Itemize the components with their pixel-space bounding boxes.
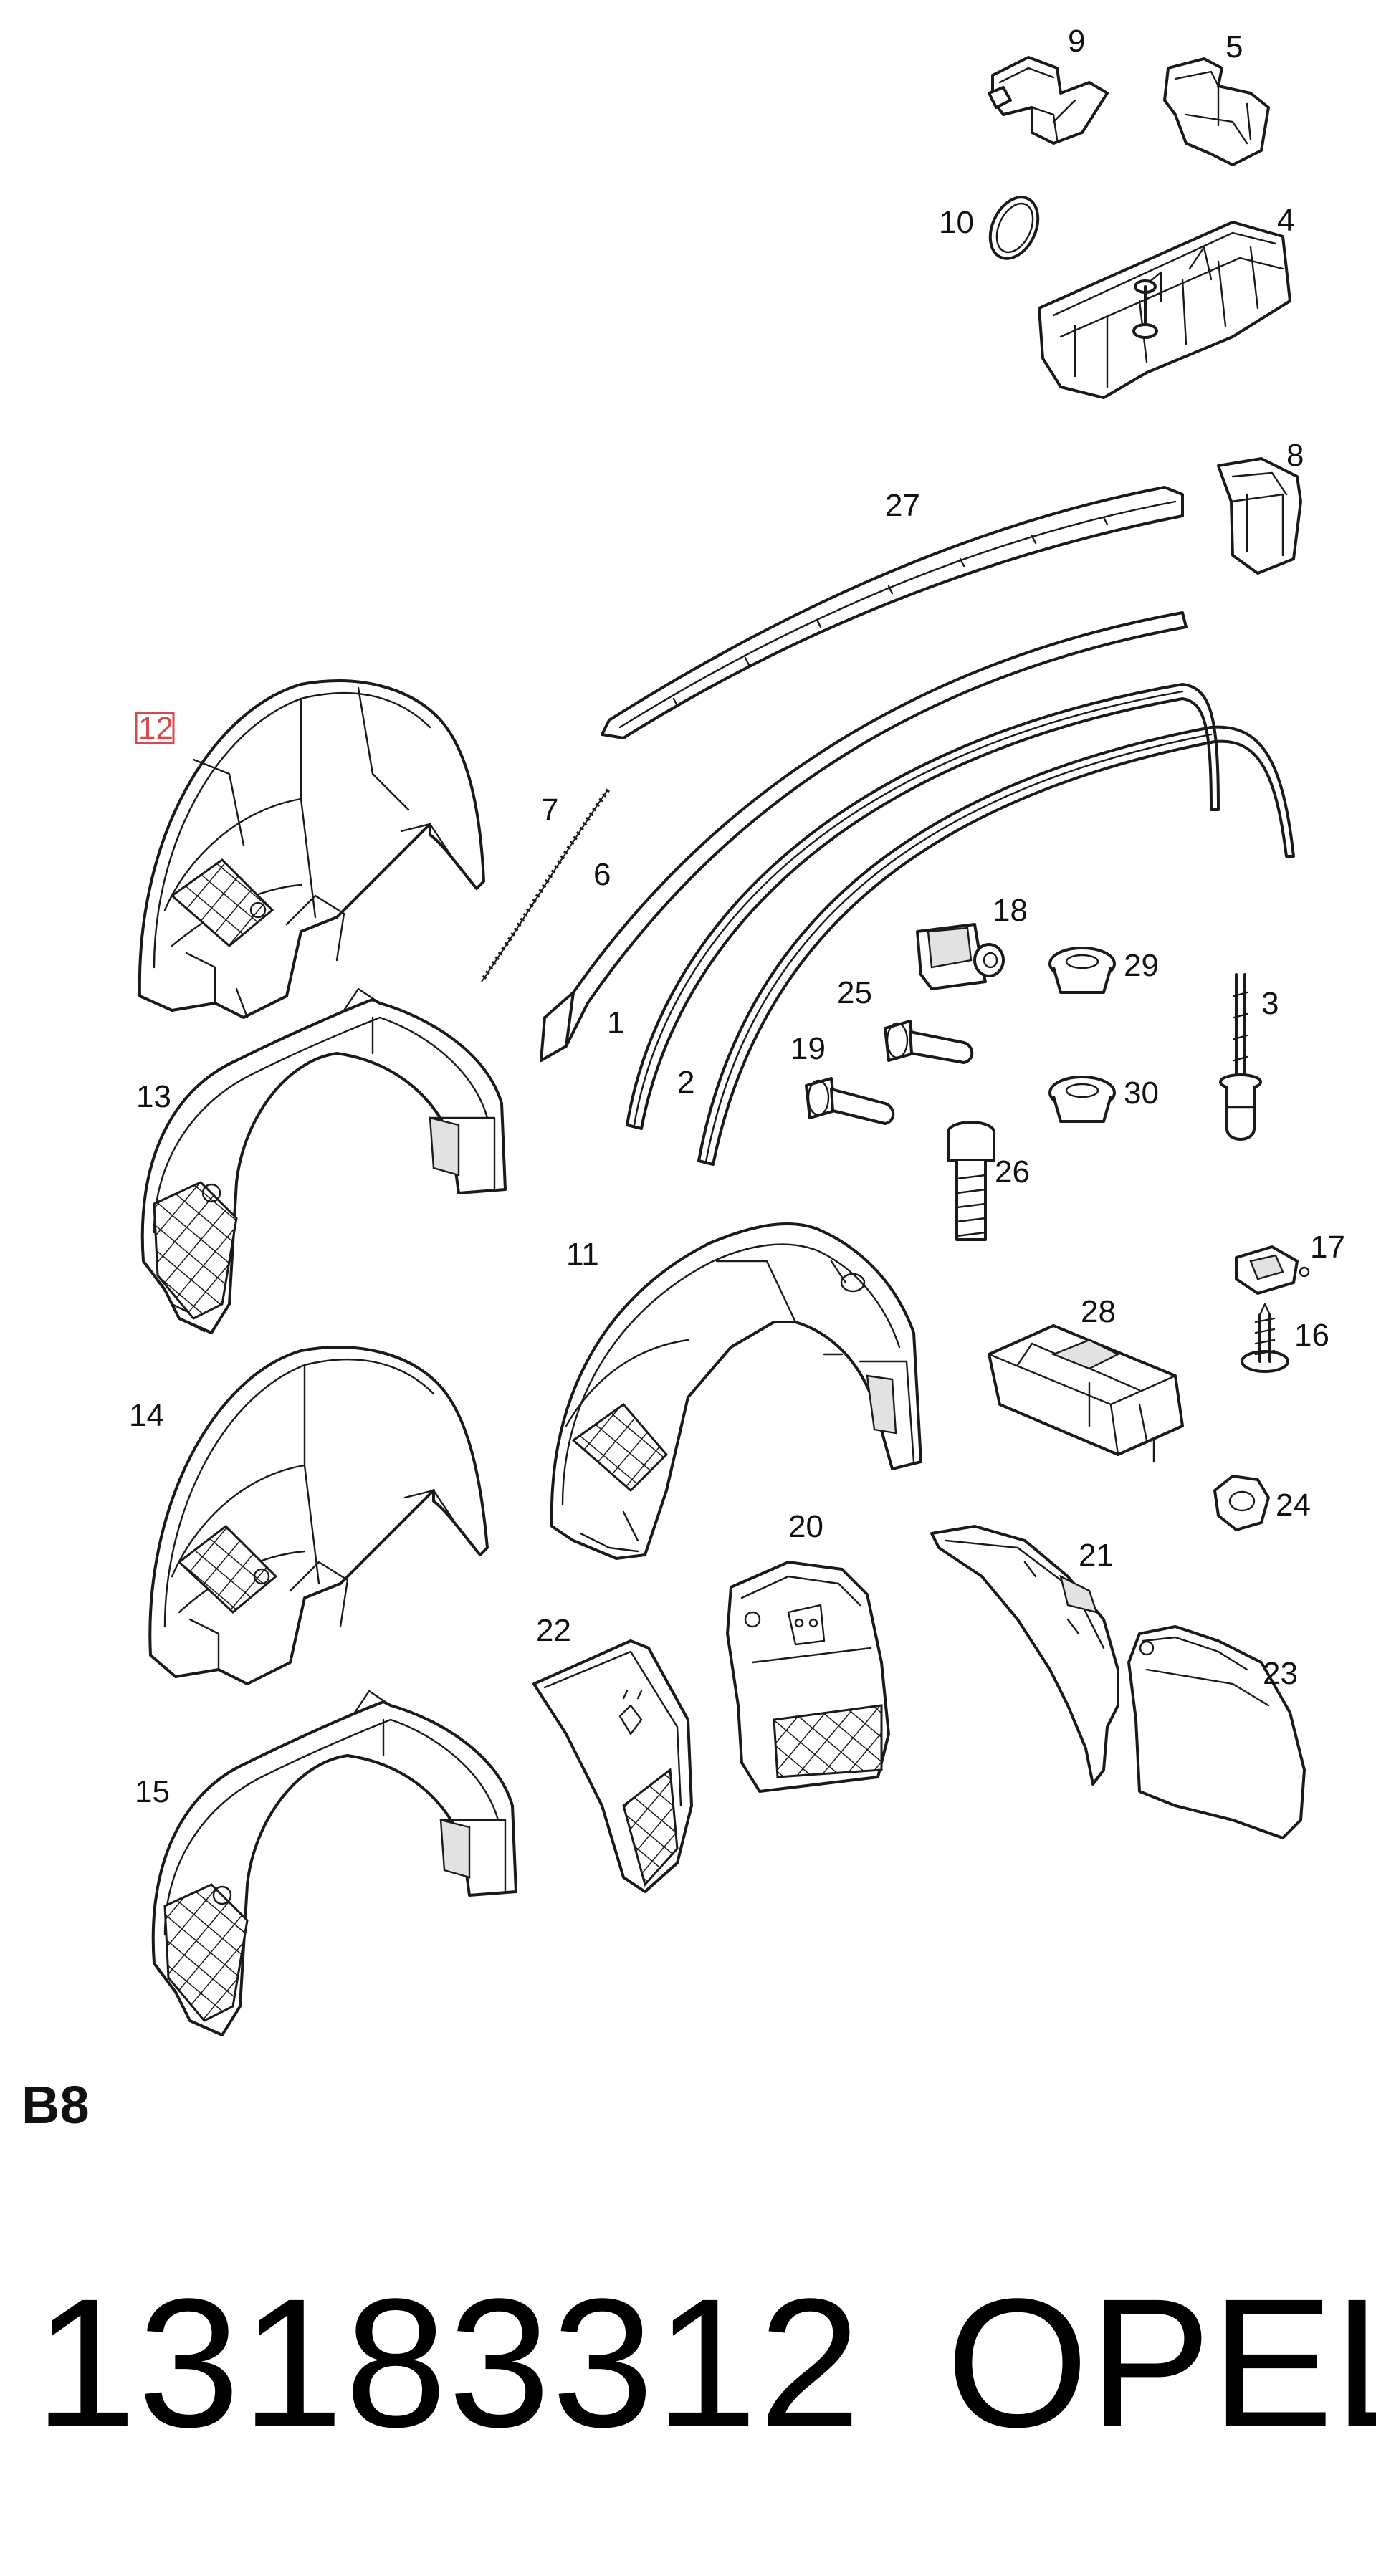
callout-6: 6 bbox=[593, 857, 611, 892]
part-19-push-pin[interactable] bbox=[805, 1077, 895, 1125]
callout-9: 9 bbox=[1068, 24, 1085, 59]
part-16-screw[interactable] bbox=[1241, 1303, 1289, 1373]
part-4-bracket[interactable] bbox=[1038, 221, 1291, 399]
callout-23: 23 bbox=[1263, 1656, 1298, 1691]
callout-3: 3 bbox=[1261, 986, 1279, 1021]
part-8-clip[interactable] bbox=[1217, 457, 1302, 575]
callout-10: 10 bbox=[939, 205, 974, 240]
callout-27: 27 bbox=[885, 488, 920, 523]
part-number: 13183312 bbox=[34, 2261, 862, 2466]
part-15-wheel-arch-liner[interactable] bbox=[151, 1690, 517, 2036]
part-13-wheel-arch-liner[interactable] bbox=[140, 987, 507, 1334]
callout-11: 11 bbox=[566, 1237, 599, 1272]
part-28-bracket[interactable] bbox=[988, 1324, 1184, 1463]
callout-5: 5 bbox=[1226, 29, 1243, 64]
callout-14: 14 bbox=[129, 1398, 164, 1433]
part-21-shield[interactable] bbox=[930, 1525, 1119, 1786]
callout-26: 26 bbox=[995, 1154, 1030, 1189]
part-17-clip-nut[interactable] bbox=[1235, 1245, 1310, 1295]
part-30-nut[interactable] bbox=[1048, 1076, 1116, 1123]
callout-4: 4 bbox=[1277, 203, 1294, 238]
part-25-push-pin[interactable] bbox=[884, 1020, 974, 1064]
part-10-seal-ring[interactable] bbox=[981, 190, 1047, 267]
callout-13: 13 bbox=[136, 1079, 171, 1114]
callout-15: 15 bbox=[135, 1774, 170, 1809]
part-23-shield[interactable] bbox=[1127, 1625, 1306, 1839]
part-20-splash-shield[interactable] bbox=[726, 1561, 890, 1793]
callout-28: 28 bbox=[1081, 1294, 1116, 1329]
callout-19: 19 bbox=[790, 1031, 826, 1066]
brand-name: OPEL bbox=[946, 2261, 1376, 2466]
part-29-nut[interactable] bbox=[1048, 947, 1116, 994]
part-14-wheel-arch-liner[interactable] bbox=[148, 1346, 489, 1685]
callout-12-highlight-box bbox=[135, 712, 175, 744]
part-18-nut-clip[interactable] bbox=[916, 923, 1005, 990]
callout-30: 30 bbox=[1124, 1076, 1159, 1111]
callout-25: 25 bbox=[837, 975, 872, 1010]
callout-16: 16 bbox=[1294, 1318, 1329, 1353]
callout-2: 2 bbox=[677, 1065, 694, 1100]
part-27-sill-strip[interactable] bbox=[601, 486, 1184, 739]
callout-7: 7 bbox=[541, 793, 558, 828]
callout-labels: 9 5 10 4 8 27 12 7 6 1 2 18 29 3 25 19 3… bbox=[129, 24, 1345, 1809]
part-5-clip[interactable] bbox=[1163, 57, 1270, 166]
part-7-cord[interactable] bbox=[481, 787, 611, 982]
callout-1: 1 bbox=[607, 1005, 624, 1040]
callout-18: 18 bbox=[993, 893, 1028, 928]
callout-8: 8 bbox=[1286, 438, 1304, 473]
part-11-wheel-arch-liner[interactable] bbox=[550, 1222, 922, 1560]
callout-20: 20 bbox=[788, 1509, 823, 1544]
callout-12: 12 bbox=[138, 711, 173, 746]
part-12-wheel-arch-liner[interactable] bbox=[138, 679, 485, 1019]
callout-29: 29 bbox=[1124, 948, 1159, 983]
part-1-strip[interactable] bbox=[626, 683, 1220, 1130]
part-26-stud[interactable] bbox=[947, 1121, 995, 1241]
part-24-nut[interactable] bbox=[1213, 1475, 1270, 1531]
callout-22: 22 bbox=[536, 1613, 571, 1648]
part-22-splash-shield[interactable] bbox=[532, 1639, 693, 1893]
group-label: B8 bbox=[22, 2075, 90, 2135]
part-2-strip[interactable] bbox=[697, 725, 1295, 1166]
part-6-strip[interactable] bbox=[540, 611, 1188, 1062]
callout-24: 24 bbox=[1276, 1488, 1311, 1523]
part-3-rivet[interactable] bbox=[1219, 973, 1262, 1141]
callout-17: 17 bbox=[1310, 1230, 1345, 1265]
part-9-clip[interactable] bbox=[988, 56, 1109, 145]
callout-21: 21 bbox=[1079, 1538, 1114, 1573]
